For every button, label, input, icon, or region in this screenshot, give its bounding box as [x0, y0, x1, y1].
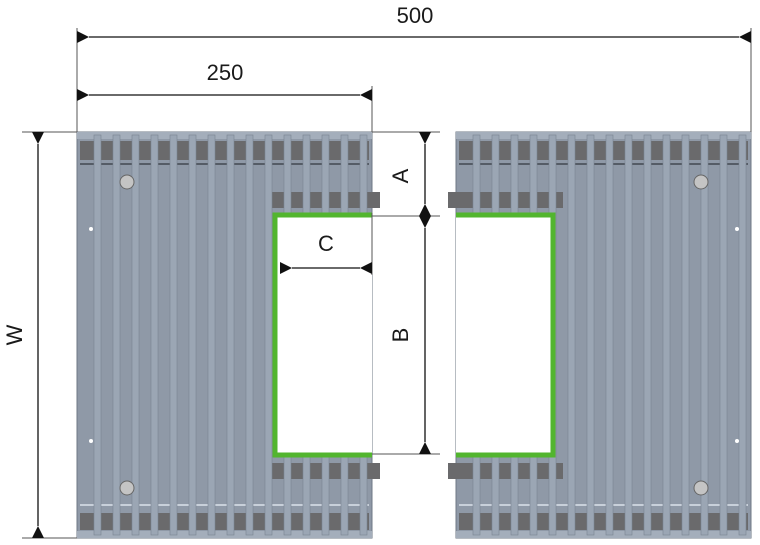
- right-hole: [693, 480, 709, 496]
- right-bar: [605, 134, 614, 536]
- dimension-250-label: 250: [207, 60, 244, 85]
- right-bar: [738, 134, 747, 536]
- left-bar: [264, 134, 273, 536]
- left-bar: [131, 134, 140, 536]
- right-bar: [719, 134, 728, 536]
- right-bar: [662, 134, 671, 536]
- left-top-frame: [77, 132, 372, 139]
- left-bottom-frame: [77, 531, 372, 538]
- right-pin: [735, 227, 739, 231]
- left-cutout-outline: [272, 212, 372, 458]
- left-bar: [93, 134, 102, 536]
- left-pin: [89, 227, 93, 231]
- right-top-frame: [456, 132, 751, 139]
- right-band: [448, 463, 563, 479]
- left-hole: [119, 174, 135, 190]
- right-bar: [567, 134, 576, 536]
- right-hole: [693, 174, 709, 190]
- dimension-500-label: 500: [397, 3, 434, 28]
- dimension-a-label: A: [388, 168, 413, 183]
- right-cutout-outline: [456, 212, 556, 458]
- left-bar: [188, 134, 197, 536]
- right-bar: [624, 134, 633, 536]
- dimension-b-label: B: [388, 328, 413, 343]
- right-bar: [700, 134, 709, 536]
- right-pin: [735, 439, 739, 443]
- right-cutout: [456, 213, 555, 457]
- right-bottom-frame: [456, 531, 751, 538]
- left-bar: [207, 134, 216, 536]
- right-band: [448, 192, 563, 208]
- left-bar: [245, 134, 254, 536]
- right-bar: [586, 134, 595, 536]
- left-bar: [112, 134, 121, 536]
- grating-panels: [76, 131, 752, 539]
- right-bar: [681, 134, 690, 536]
- left-pin: [89, 439, 93, 443]
- dimension-w-label: W: [2, 324, 27, 345]
- left-bar: [226, 134, 235, 536]
- left-bar: [169, 134, 178, 536]
- left-cutout: [273, 213, 372, 457]
- right-bar: [643, 134, 652, 536]
- dimension-c-label: C: [318, 231, 334, 256]
- left-bar: [150, 134, 159, 536]
- left-hole: [119, 480, 135, 496]
